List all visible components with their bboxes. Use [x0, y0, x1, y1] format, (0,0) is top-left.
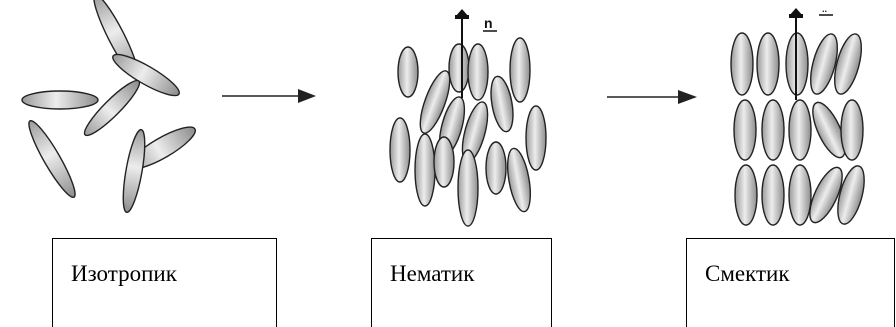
- molecule: [761, 164, 785, 226]
- molecule: [28, 119, 76, 199]
- molecule: [419, 70, 451, 134]
- molecule: [509, 37, 531, 103]
- isotropic-label: Изотропик: [71, 261, 177, 286]
- nematic-label-box: Нематик: [371, 238, 552, 327]
- molecule: [485, 141, 507, 195]
- molecule: [506, 147, 532, 213]
- molecule: [83, 79, 141, 137]
- right-arrow-icon: [222, 89, 316, 103]
- molecule: [525, 105, 547, 171]
- molecule: [788, 99, 812, 161]
- molecule: [389, 117, 411, 183]
- molecule: [761, 99, 785, 161]
- molecule: [812, 101, 846, 159]
- director-arrow-icon: ..: [789, 4, 833, 100]
- isotropic-molecules: [21, 0, 196, 214]
- nematic-molecules: [389, 37, 547, 227]
- smectic-label: Смектик: [705, 261, 790, 286]
- molecule: [457, 149, 479, 227]
- molecule: [840, 99, 864, 161]
- svg-text:..: ..: [822, 4, 827, 14]
- molecule: [397, 46, 419, 98]
- director-arrow-icon: n: [455, 9, 497, 98]
- molecule: [730, 32, 754, 96]
- molecule: [756, 32, 780, 96]
- molecule: [788, 164, 812, 226]
- molecule: [837, 165, 865, 225]
- molecule: [809, 33, 839, 95]
- molecule: [490, 75, 514, 133]
- molecule: [433, 136, 455, 188]
- right-arrow-icon: [607, 90, 697, 104]
- director-label: n: [484, 15, 493, 31]
- molecule: [809, 166, 843, 224]
- molecule: [21, 90, 99, 110]
- molecule: [448, 43, 470, 93]
- molecule: [414, 133, 436, 207]
- smectic-label-box: Смектик: [686, 238, 895, 327]
- isotropic-label-box: Изотропик: [52, 238, 277, 327]
- phase-transition-diagram: n ..: [21, 0, 865, 227]
- molecule: [734, 164, 758, 226]
- smectic-molecules: [730, 32, 865, 226]
- molecule: [122, 128, 146, 214]
- molecule: [112, 53, 180, 97]
- molecule: [833, 33, 863, 95]
- molecule: [733, 99, 757, 161]
- molecule: [467, 43, 489, 101]
- nematic-label: Нематик: [390, 261, 475, 286]
